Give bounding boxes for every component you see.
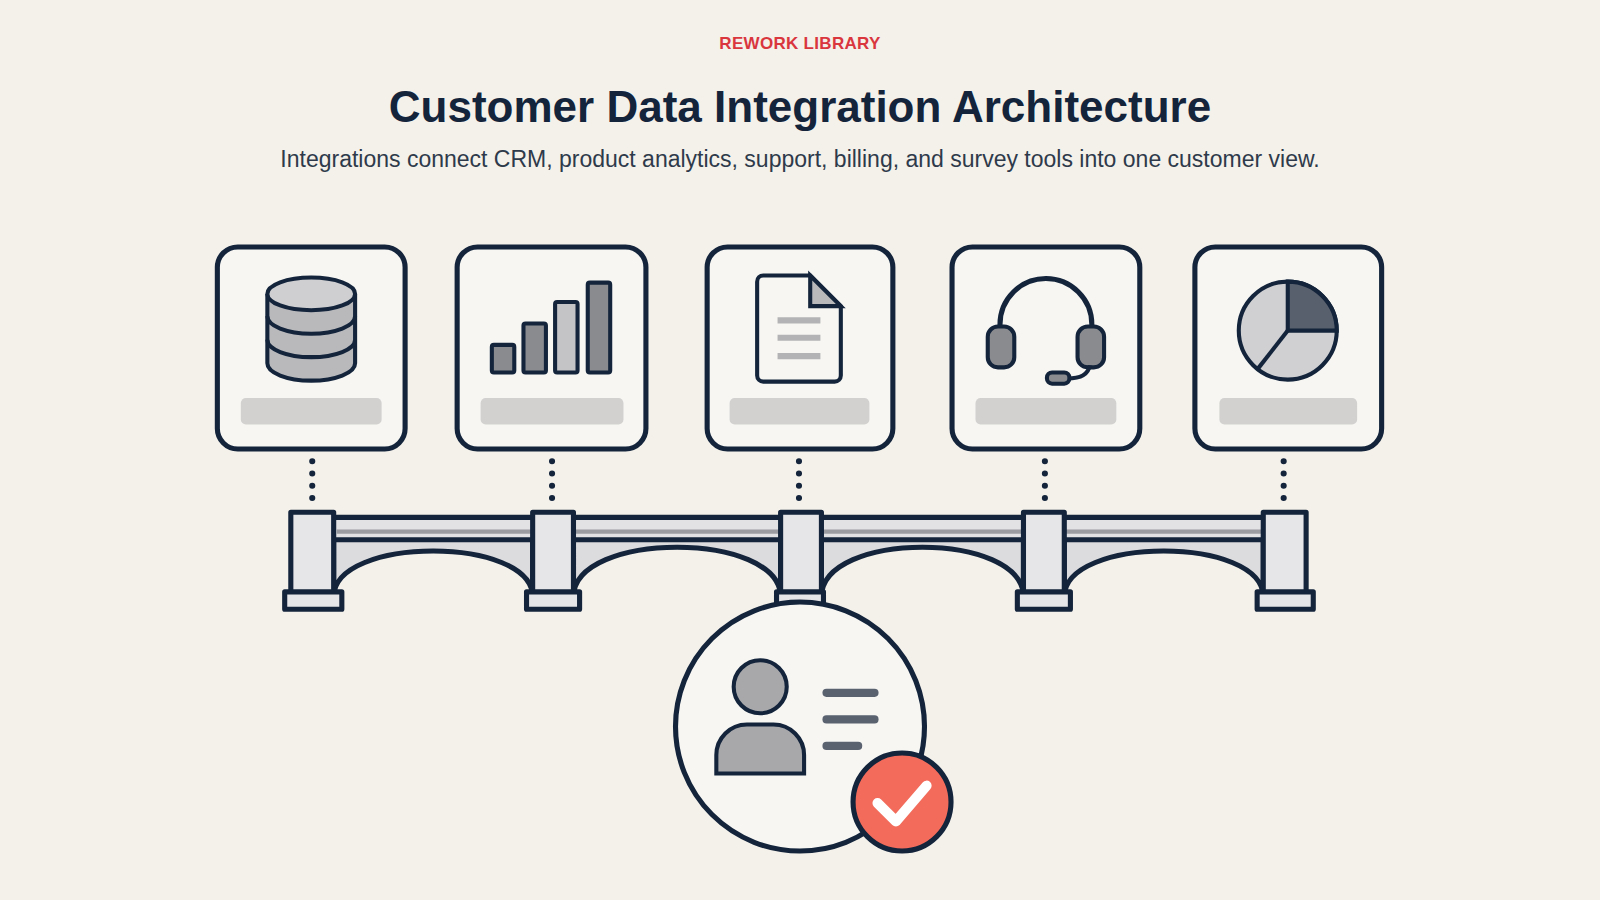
placeholder-bars (241, 398, 1357, 425)
dotted-leaders (312, 461, 1283, 508)
bridge-symbol (285, 512, 1314, 609)
page-caption: Integrations connect CRM, product analyt… (255, 144, 1345, 175)
kicker-label: REWORK LIBRARY (0, 34, 1600, 54)
page-title: Customer Data Integration Architecture (0, 82, 1600, 132)
source-box (217, 247, 405, 449)
headset-icon (988, 279, 1104, 384)
source-box (952, 247, 1140, 449)
customer-profile-icon (676, 602, 952, 851)
source-box (1195, 247, 1382, 449)
document-icon (757, 276, 841, 382)
source-box (707, 247, 893, 449)
source-box (457, 247, 646, 449)
database-icon (267, 278, 355, 381)
bar-chart-icon (492, 283, 610, 373)
pie-chart-icon (1239, 282, 1337, 380)
